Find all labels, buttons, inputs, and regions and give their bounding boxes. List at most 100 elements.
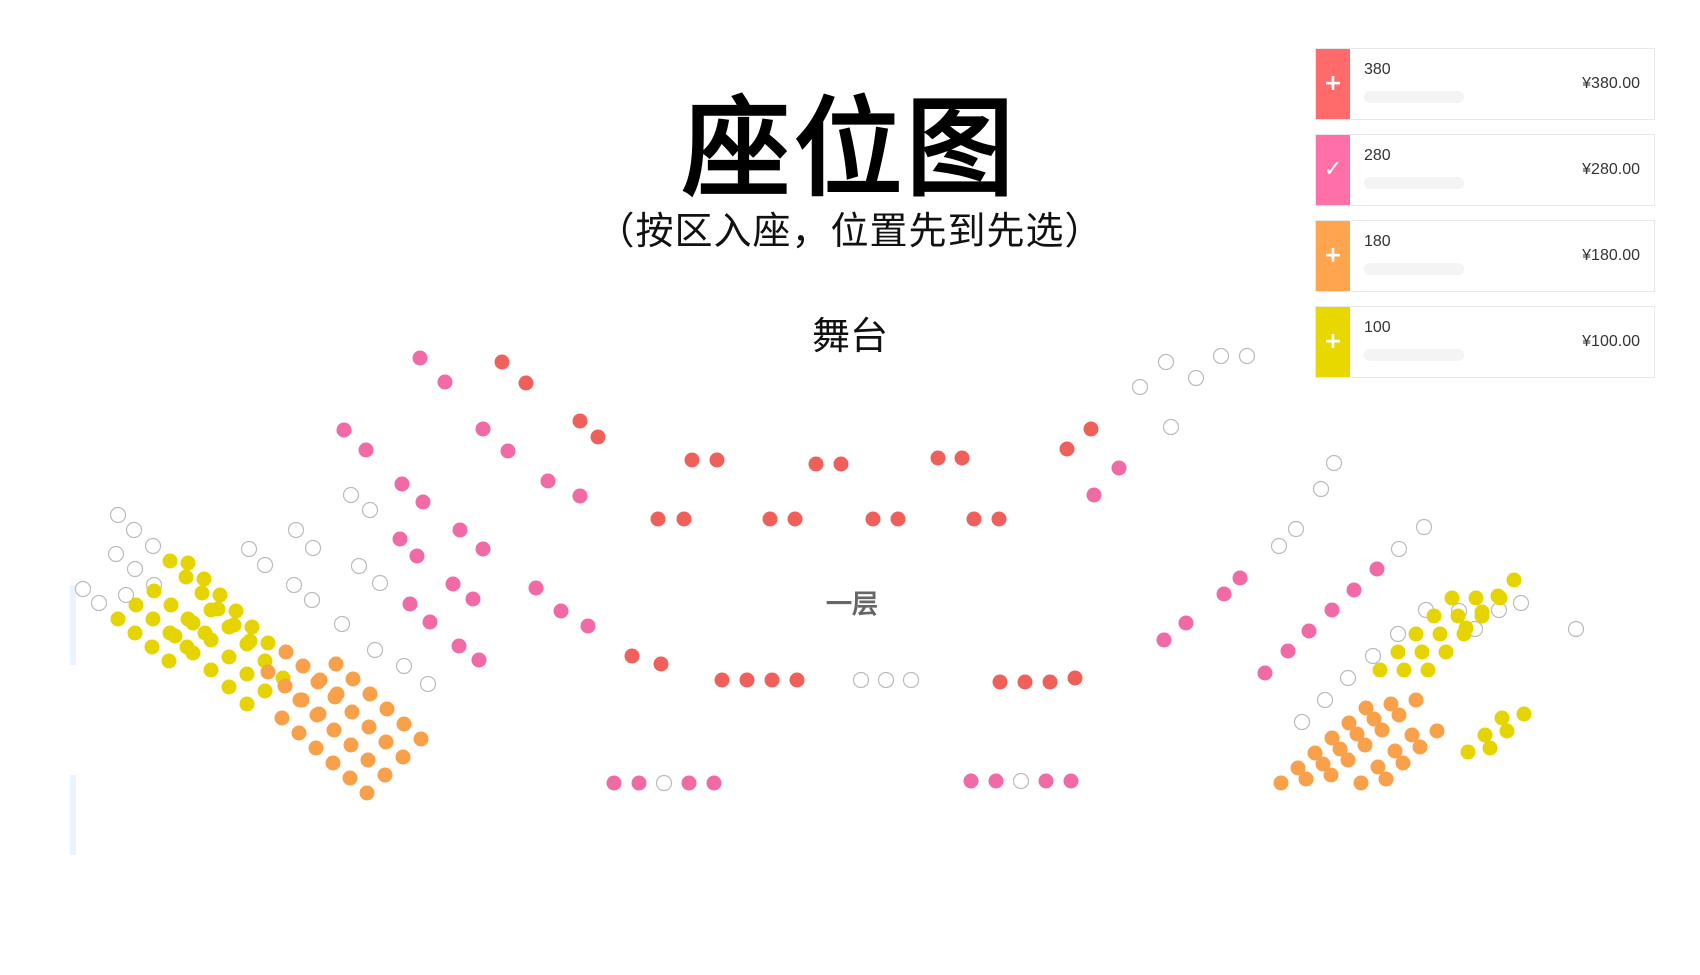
- seat-orange[interactable]: [379, 701, 395, 717]
- seat-orange[interactable]: [1332, 741, 1348, 757]
- seat-yellow[interactable]: [260, 635, 276, 651]
- seat-yellow[interactable]: [180, 555, 196, 571]
- seat-orange[interactable]: [1370, 759, 1386, 775]
- seat-yellow[interactable]: [1458, 620, 1474, 636]
- seat-pink[interactable]: [451, 638, 467, 654]
- seat-pink[interactable]: [402, 596, 418, 612]
- seat-red[interactable]: [590, 429, 606, 445]
- seat-orange[interactable]: [1324, 730, 1340, 746]
- seat-available[interactable]: [1512, 594, 1530, 612]
- price-option-380[interactable]: + 380 ¥380.00: [1315, 48, 1655, 120]
- seat-orange[interactable]: [377, 767, 393, 783]
- seat-red[interactable]: [930, 450, 946, 466]
- seat-available[interactable]: [1364, 647, 1382, 665]
- seat-orange[interactable]: [1358, 700, 1374, 716]
- seat-pink[interactable]: [445, 576, 461, 592]
- seat-red[interactable]: [650, 511, 666, 527]
- seat-available[interactable]: [1212, 347, 1230, 365]
- seat-orange[interactable]: [328, 656, 344, 672]
- seat-orange[interactable]: [1395, 755, 1411, 771]
- seat-orange[interactable]: [1429, 723, 1445, 739]
- seat-pink[interactable]: [572, 488, 588, 504]
- seat-available[interactable]: [117, 586, 135, 604]
- seat-available[interactable]: [1389, 625, 1407, 643]
- seat-available[interactable]: [1162, 418, 1180, 436]
- check-icon[interactable]: ✓: [1316, 135, 1350, 205]
- seat-available[interactable]: [1238, 347, 1256, 365]
- seat-available[interactable]: [240, 540, 258, 558]
- seat-pink[interactable]: [422, 614, 438, 630]
- seat-orange[interactable]: [396, 716, 412, 732]
- seat-yellow[interactable]: [221, 619, 237, 635]
- seat-yellow[interactable]: [146, 583, 162, 599]
- seat-red[interactable]: [572, 413, 588, 429]
- seat-available[interactable]: [1415, 518, 1433, 536]
- seat-red[interactable]: [494, 354, 510, 370]
- seat-red[interactable]: [684, 452, 700, 468]
- seat-orange[interactable]: [311, 706, 327, 722]
- seat-available[interactable]: [333, 615, 351, 633]
- seat-red[interactable]: [762, 511, 778, 527]
- seat-orange[interactable]: [1298, 771, 1314, 787]
- seat-pink[interactable]: [1301, 623, 1317, 639]
- seat-available[interactable]: [361, 501, 379, 519]
- seat-orange[interactable]: [1391, 707, 1407, 723]
- price-option-180[interactable]: + 180 ¥180.00: [1315, 220, 1655, 292]
- seat-available[interactable]: [90, 594, 108, 612]
- price-option-280[interactable]: ✓ 280 ¥280.00: [1315, 134, 1655, 206]
- seat-available[interactable]: [1187, 369, 1205, 387]
- seat-orange[interactable]: [1290, 760, 1306, 776]
- seat-yellow[interactable]: [1414, 644, 1430, 660]
- seat-yellow[interactable]: [228, 603, 244, 619]
- seat-orange[interactable]: [274, 710, 290, 726]
- seat-pink[interactable]: [540, 473, 556, 489]
- seat-available[interactable]: [371, 574, 389, 592]
- seat-pink[interactable]: [1111, 460, 1127, 476]
- seat-available[interactable]: [1157, 353, 1175, 371]
- seat-available[interactable]: [107, 545, 125, 563]
- seat-pink[interactable]: [409, 548, 425, 564]
- seat-yellow[interactable]: [163, 597, 179, 613]
- seat-available[interactable]: [366, 641, 384, 659]
- seat-available[interactable]: [144, 537, 162, 555]
- seat-red[interactable]: [954, 450, 970, 466]
- seat-yellow[interactable]: [203, 602, 219, 618]
- seat-orange[interactable]: [413, 731, 429, 747]
- seat-pink[interactable]: [1232, 570, 1248, 586]
- seat-pink[interactable]: [1216, 586, 1232, 602]
- seat-yellow[interactable]: [145, 611, 161, 627]
- seat-yellow[interactable]: [1482, 740, 1498, 756]
- seat-yellow[interactable]: [1494, 710, 1510, 726]
- seat-yellow[interactable]: [1420, 662, 1436, 678]
- seat-orange[interactable]: [1387, 743, 1403, 759]
- seat-yellow[interactable]: [257, 683, 273, 699]
- seat-available[interactable]: [395, 657, 413, 675]
- seat-red[interactable]: [1059, 441, 1075, 457]
- seat-red[interactable]: [991, 511, 1007, 527]
- seat-orange[interactable]: [1357, 737, 1373, 753]
- seat-pink[interactable]: [358, 442, 374, 458]
- seat-pink[interactable]: [475, 421, 491, 437]
- seat-yellow[interactable]: [221, 679, 237, 695]
- seat-available[interactable]: [1390, 540, 1408, 558]
- seat-yellow[interactable]: [1372, 662, 1388, 678]
- seat-yellow[interactable]: [1477, 727, 1493, 743]
- seat-yellow[interactable]: [144, 639, 160, 655]
- seat-pink[interactable]: [1063, 773, 1079, 789]
- seat-pink[interactable]: [412, 350, 428, 366]
- seat-red[interactable]: [709, 452, 725, 468]
- seat-red[interactable]: [865, 511, 881, 527]
- seat-orange[interactable]: [1341, 715, 1357, 731]
- seat-available[interactable]: [1325, 454, 1343, 472]
- seat-orange[interactable]: [326, 722, 342, 738]
- seat-available[interactable]: [1012, 772, 1030, 790]
- seat-orange[interactable]: [1340, 752, 1356, 768]
- seat-available[interactable]: [285, 576, 303, 594]
- seat-pink[interactable]: [1178, 615, 1194, 631]
- seat-orange[interactable]: [361, 719, 377, 735]
- seat-orange[interactable]: [395, 749, 411, 765]
- seat-pink[interactable]: [1324, 602, 1340, 618]
- seat-available[interactable]: [1287, 520, 1305, 538]
- seat-pink[interactable]: [1346, 582, 1362, 598]
- seat-available[interactable]: [655, 774, 673, 792]
